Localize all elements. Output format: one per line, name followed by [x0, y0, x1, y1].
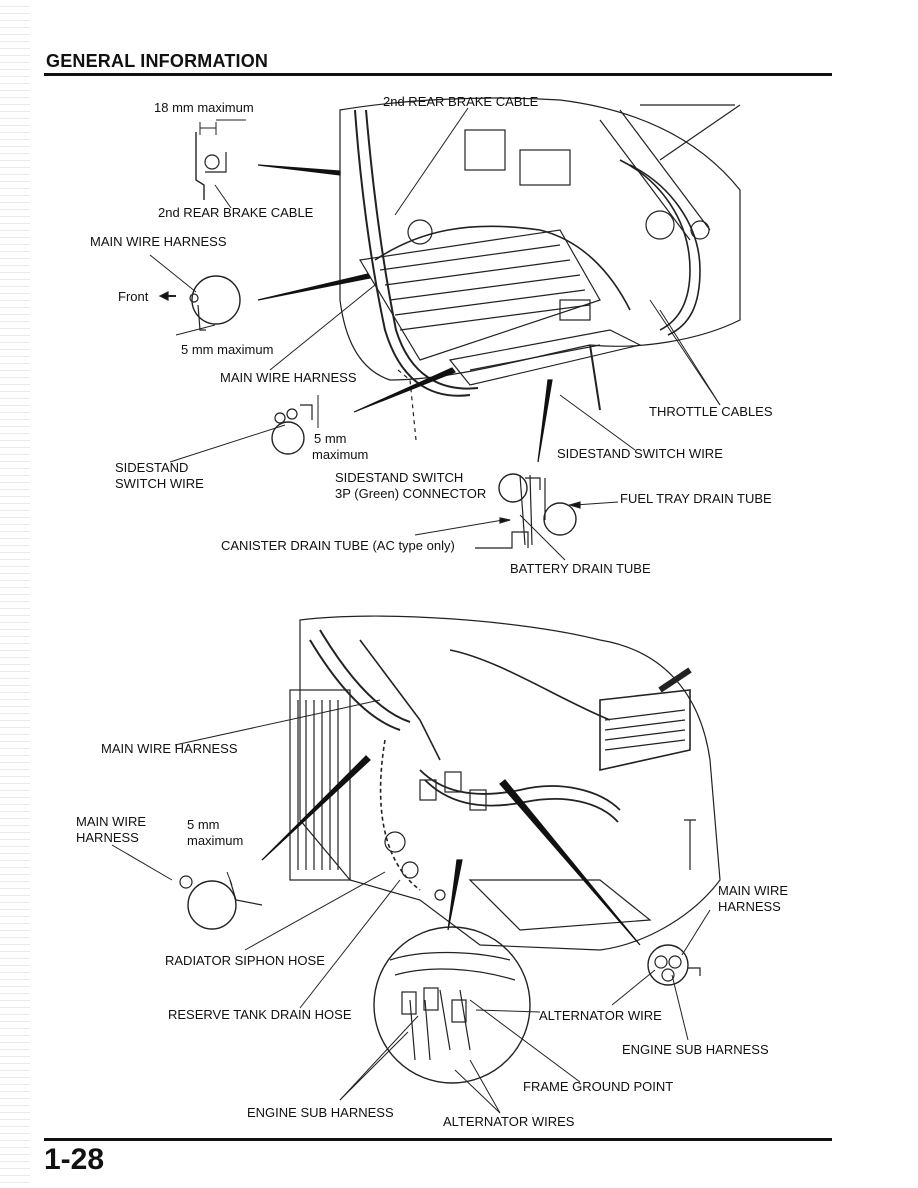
label-harness-2: HARNESS — [718, 899, 781, 914]
label-sidestand-switch: SIDESTAND SWITCH — [335, 470, 464, 485]
label-canister-drain-tube: CANISTER DRAIN TUBE (AC type only) — [221, 538, 455, 553]
header-rule — [44, 73, 832, 76]
label-sidestand-1: SIDESTAND — [115, 460, 189, 475]
label-18mm-maximum: 18 mm maximum — [154, 100, 254, 115]
label-fuel-tray-drain-tube: FUEL TRAY DRAIN TUBE — [620, 491, 772, 506]
label-alternator-wires: ALTERNATOR WIRES — [443, 1114, 575, 1129]
label-maximum-a: maximum — [312, 447, 369, 462]
label-alternator-wire: ALTERNATOR WIRE — [539, 1008, 662, 1023]
label-3p-connector: 3P (Green) CONNECTOR — [335, 486, 487, 501]
label-engine-sub-harness-left: ENGINE SUB HARNESS — [247, 1105, 394, 1120]
label-rear-brake-cable-mid: 2nd REAR BRAKE CABLE — [158, 205, 314, 220]
label-sidestand-switch-wire-right: SIDESTAND SWITCH WIRE — [557, 446, 723, 461]
label-main-wire-harness-2: MAIN WIRE HARNESS — [220, 370, 357, 385]
label-maximum-b: maximum — [187, 833, 244, 848]
label-battery-drain-tube: BATTERY DRAIN TUBE — [510, 561, 651, 576]
page-title: GENERAL INFORMATION — [46, 51, 269, 71]
label-main-wire-harness-1: MAIN WIRE HARNESS — [90, 234, 227, 249]
label-rear-brake-cable-top: 2nd REAR BRAKE CABLE — [383, 94, 539, 109]
label-switch-wire-1: SWITCH WIRE — [115, 476, 204, 491]
footer-rule — [44, 1138, 832, 1141]
label-throttle-cables: THROTTLE CABLES — [649, 404, 773, 419]
label-main-wire-1: MAIN WIRE — [76, 814, 147, 829]
label-harness-1: HARNESS — [76, 830, 139, 845]
label-frame-ground-point: FRAME GROUND POINT — [523, 1079, 674, 1094]
label-engine-sub-harness-right: ENGINE SUB HARNESS — [622, 1042, 769, 1057]
label-radiator-siphon-hose: RADIATOR SIPHON HOSE — [165, 953, 325, 968]
label-reserve-tank-drain-hose: RESERVE TANK DRAIN HOSE — [168, 1007, 352, 1022]
label-5mm-a: 5 mm — [314, 431, 347, 446]
label-front: Front — [118, 289, 149, 304]
label-5mm-maximum-1: 5 mm maximum — [181, 342, 274, 357]
scan-edge-artifact — [0, 0, 30, 1188]
label-5mm-b: 5 mm — [187, 817, 220, 832]
label-main-wire-harness-a: MAIN WIRE HARNESS — [101, 741, 238, 756]
page-number: 1-28 — [44, 1143, 105, 1176]
label-main-wire-2: MAIN WIRE — [718, 883, 789, 898]
